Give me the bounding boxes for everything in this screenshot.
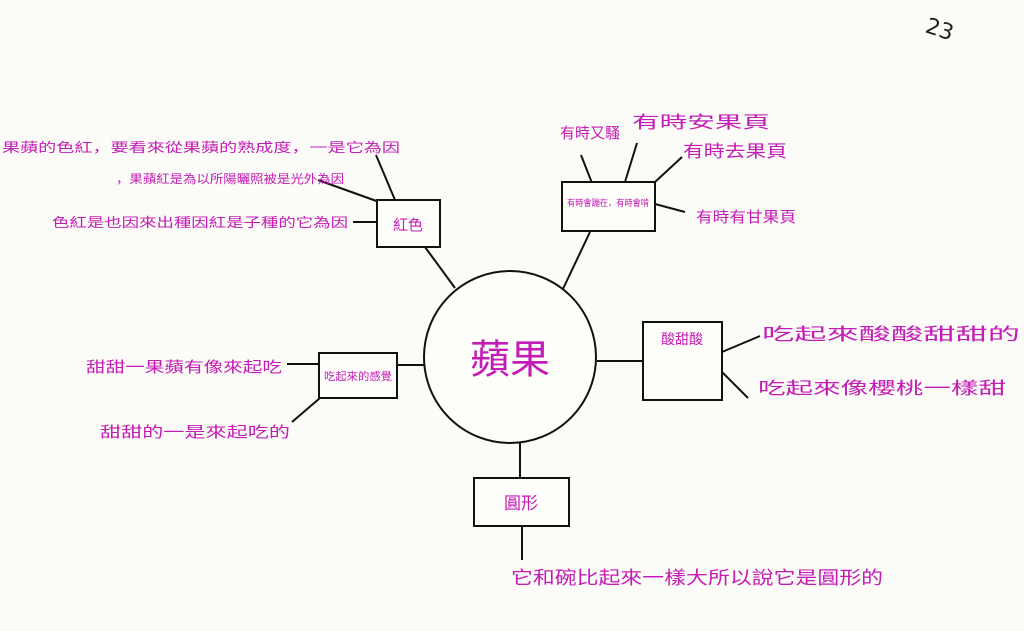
branch-mood-note-2: 有時安果頁	[632, 113, 770, 133]
branch-texture-note-2: 甜甜的一是來起吃的	[100, 423, 290, 441]
leaf-line-taste-1	[721, 335, 761, 353]
branch-color-note-1: 果蘋的色紅，要看來從果蘋的熟成度，一是它為因	[2, 140, 400, 156]
leaf-line-color-2	[375, 154, 396, 201]
connector-mood	[561, 231, 591, 292]
branch-texture: 吃起來的感覺 甜甜一果蘋有像來起吃 甜甜的一是來起吃的	[86, 352, 398, 441]
branch-texture-label: 吃起來的感覺	[324, 369, 392, 383]
leaf-line-color-1	[317, 179, 383, 204]
branch-color: 紅色 果蘋的色紅，要看來從果蘋的熟成度，一是它為因 ，果蘋紅是為以所陽曬照被是光…	[2, 140, 441, 248]
leaf-line-mood-3	[654, 156, 683, 183]
branch-mood-note-1: 有時又騷	[560, 124, 620, 142]
branch-shape-note-1: 它和碗比起來一樣大所以說它是圓形的	[511, 568, 883, 589]
branch-mood-note-3: 有時去果頁	[683, 142, 787, 162]
page-number: 23	[922, 14, 956, 46]
leaf-line-mood-2	[624, 142, 638, 183]
center-node: 蘋果	[423, 270, 597, 444]
branch-color-note-2: ，果蘋紅是為以所陽曬照被是光外為因	[116, 172, 344, 186]
branch-shape-label: 圓形	[504, 494, 538, 514]
branch-taste: 酸甜酸 吃起來酸酸甜甜的 吃起來像櫻桃一樣甜	[642, 321, 1020, 401]
connectors	[287, 142, 761, 560]
branch-shape: 圓形 它和碗比起來一樣大所以說它是圓形的	[473, 477, 883, 589]
branch-mood: 有時會蹦在，有時會啃 有時又騷 有時安果頁 有時去果頁 有時有甘果頁	[560, 113, 796, 232]
branch-mood-note-4: 有時有甘果頁	[696, 208, 796, 226]
branch-mood-label: 有時會蹦在，有時會啃	[567, 197, 649, 209]
leaf-line-mood-4	[654, 203, 686, 213]
connector-color	[424, 246, 456, 289]
leaf-line-mood-1	[580, 154, 593, 184]
leaf-line-texture-2	[291, 397, 321, 423]
center-label: 蘋果	[470, 337, 550, 383]
leaf-line-taste-2	[721, 371, 749, 399]
branch-color-label: 紅色	[393, 216, 423, 234]
branch-taste-label: 酸甜酸	[661, 332, 703, 348]
branch-texture-note-1: 甜甜一果蘋有像來起吃	[86, 358, 282, 376]
branch-color-note-3: 色紅是也因來出種因紅是子種的它為因	[52, 215, 348, 231]
branch-taste-note-1: 吃起來酸酸甜甜的	[762, 325, 1020, 345]
branch-taste-note-2: 吃起來像櫻桃一樣甜	[758, 378, 1006, 399]
